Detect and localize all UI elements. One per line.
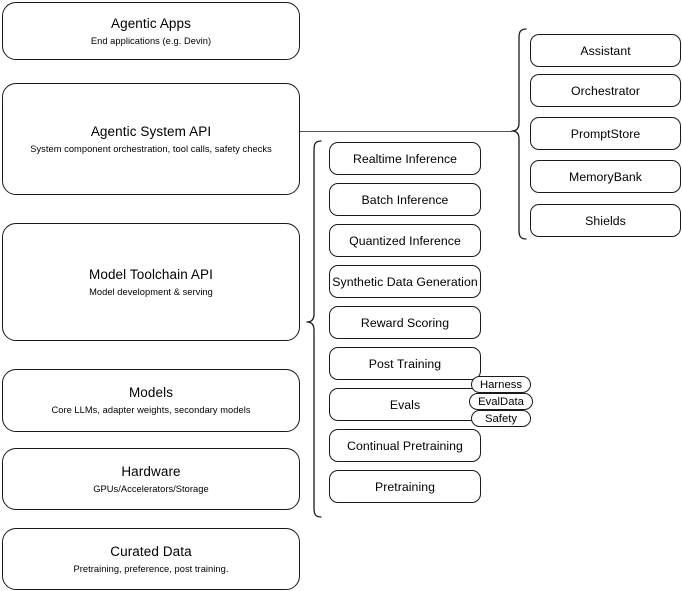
layer-subtitle: Pretraining, preference, post training. — [73, 563, 229, 574]
layer-agentic-apps[interactable]: Agentic Apps End applications (e.g. Devi… — [2, 2, 300, 60]
item-label: Reward Scoring — [360, 315, 450, 330]
toolchain-item-reward-scoring[interactable]: Reward Scoring — [329, 306, 481, 339]
item-label: Orchestrator — [571, 83, 640, 98]
system-item-assistant[interactable]: Assistant — [530, 34, 681, 67]
eval-badge-safety[interactable]: Safety — [471, 410, 531, 427]
system-item-promptstore[interactable]: PromptStore — [530, 117, 681, 150]
badge-label: EvalData — [478, 395, 524, 408]
brace-toolchain — [300, 140, 322, 518]
toolchain-item-post-training[interactable]: Post Training — [329, 347, 481, 380]
layer-title: Models — [128, 385, 174, 400]
toolchain-item-synthetic-data-generation[interactable]: Synthetic Data Generation — [329, 265, 481, 298]
eval-badge-evaldata[interactable]: EvalData — [469, 393, 533, 410]
layer-subtitle: Model development & serving — [89, 286, 213, 297]
item-label: Quantized Inference — [349, 233, 461, 248]
layer-title: Curated Data — [110, 543, 192, 559]
layer-curated-data[interactable]: Curated Data Pretraining, preference, po… — [2, 528, 300, 590]
toolchain-item-evals[interactable]: Evals — [329, 388, 481, 421]
toolchain-item-continual-pretraining[interactable]: Continual Pretraining — [329, 429, 481, 462]
item-label: Shields — [585, 213, 626, 228]
brace-system-components — [505, 28, 527, 240]
layer-model-toolchain-api[interactable]: Model Toolchain API Model development & … — [2, 223, 300, 341]
toolchain-item-pretraining[interactable]: Pretraining — [329, 470, 481, 503]
connector-system-api-to-components — [300, 131, 512, 133]
toolchain-item-quantized-inference[interactable]: Quantized Inference — [329, 224, 481, 257]
system-item-memorybank[interactable]: MemoryBank — [530, 160, 681, 193]
system-item-shields[interactable]: Shields — [530, 204, 681, 237]
item-label: Synthetic Data Generation — [332, 274, 478, 289]
eval-badge-harness[interactable]: Harness — [471, 376, 531, 393]
item-label: Assistant — [580, 43, 631, 58]
layer-title: Agentic System API — [90, 123, 212, 139]
badge-label: Harness — [479, 378, 523, 391]
layer-title: Agentic Apps — [110, 15, 191, 31]
layer-subtitle: GPUs/Accelerators/Storage — [93, 483, 209, 494]
item-label: Evals — [389, 397, 421, 412]
layer-subtitle: Core LLMs, adapter weights, secondary mo… — [51, 405, 251, 415]
item-label: Pretraining — [374, 479, 436, 494]
layer-subtitle: System component orchestration, tool cal… — [30, 143, 272, 154]
layer-models[interactable]: Models Core LLMs, adapter weights, secon… — [2, 369, 300, 432]
layer-subtitle: End applications (e.g. Devin) — [90, 35, 212, 46]
toolchain-item-batch-inference[interactable]: Batch Inference — [329, 183, 481, 216]
item-label: Continual Pretraining — [347, 438, 463, 453]
layer-agentic-system-api[interactable]: Agentic System API System component orch… — [2, 83, 300, 195]
item-label: MemoryBank — [569, 169, 642, 184]
system-item-orchestrator[interactable]: Orchestrator — [530, 74, 681, 107]
toolchain-item-realtime-inference[interactable]: Realtime Inference — [329, 142, 481, 175]
item-label: Batch Inference — [361, 192, 449, 207]
layer-title: Hardware — [121, 463, 181, 479]
layer-title: Model Toolchain API — [89, 266, 213, 282]
item-label: Post Training — [368, 356, 442, 371]
badge-label: Safety — [484, 412, 518, 425]
item-label: Realtime Inference — [352, 151, 458, 166]
layer-hardware[interactable]: Hardware GPUs/Accelerators/Storage — [2, 448, 300, 510]
item-label: PromptStore — [570, 126, 641, 141]
